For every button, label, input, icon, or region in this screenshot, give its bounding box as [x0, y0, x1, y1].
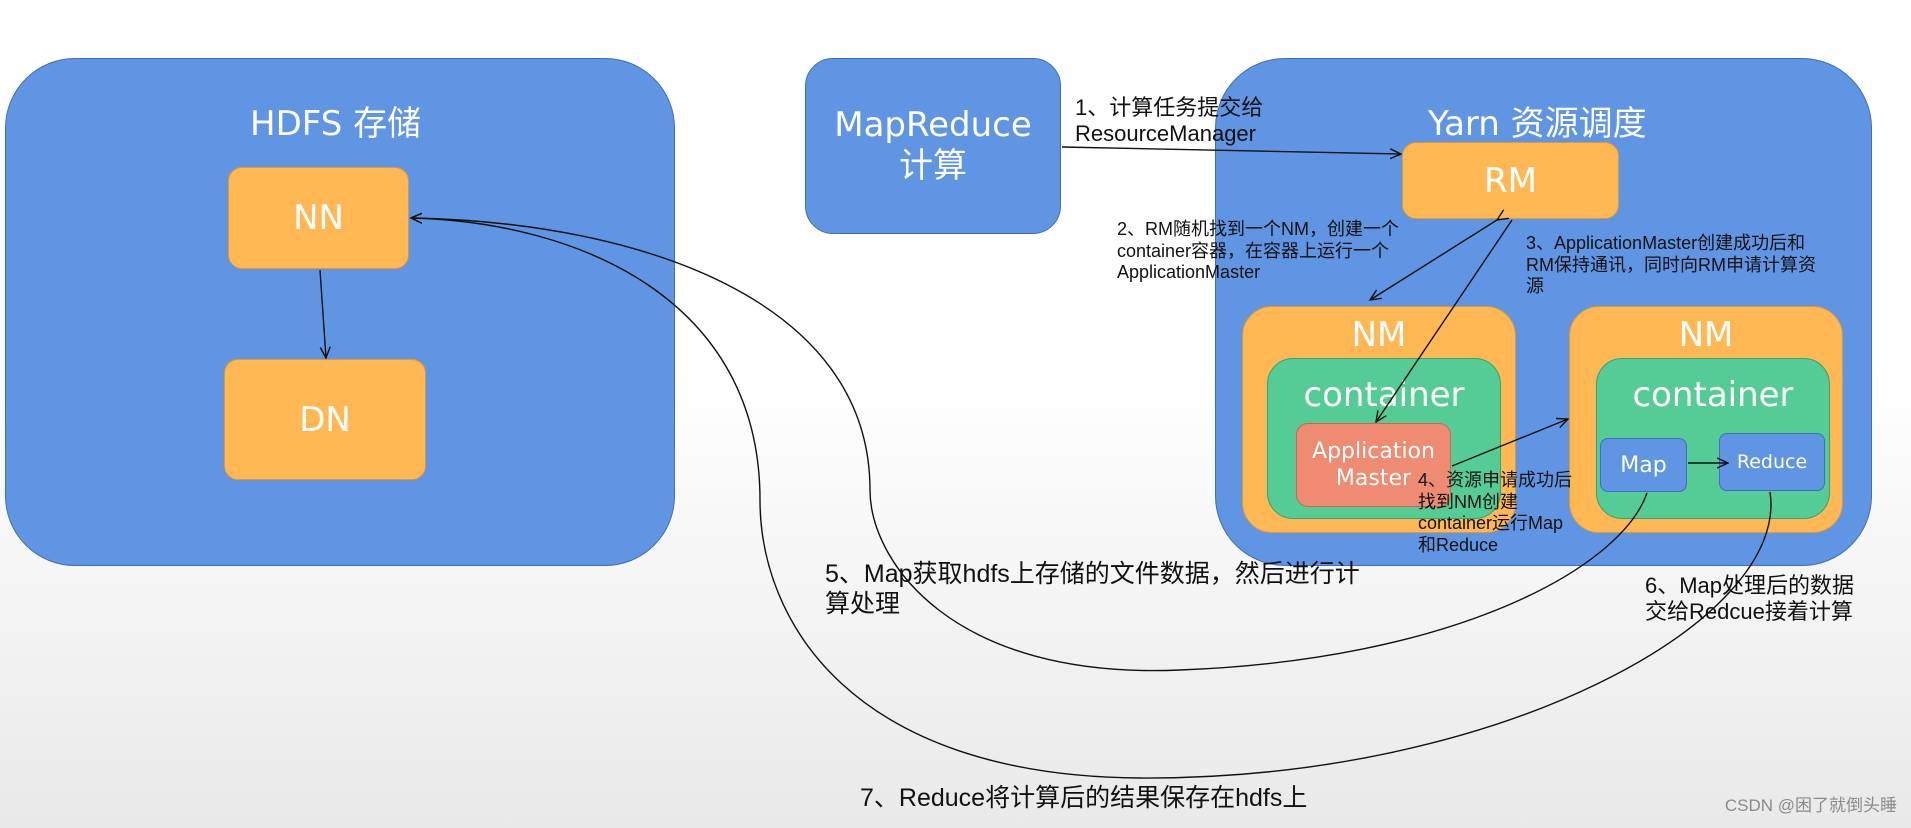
- curve-reduce-to-nn: [411, 218, 1772, 779]
- hdfs-panel: [5, 58, 675, 566]
- step7-line1: 7、Reduce将计算后的结果保存在hdfs上: [860, 784, 1308, 812]
- rm-label: RM: [1484, 160, 1537, 201]
- nn-label: NN: [293, 198, 344, 238]
- step7-note: 7、Reduce将计算后的结果保存在hdfs上: [860, 783, 1307, 813]
- step1-note: 1、计算任务提交给 ResourceManager: [1075, 95, 1263, 148]
- am-label-line2: Master: [1335, 466, 1412, 491]
- arrow-rm-to-am: [1376, 219, 1513, 422]
- am-label-line1: Application: [1312, 438, 1435, 464]
- yarn-title: Yarn 资源调度: [1428, 104, 1647, 144]
- step6-note: 6、Map处理后的数据 交给Redcue接着计算: [1645, 573, 1854, 626]
- step4-line2: 找到NM创建: [1418, 491, 1518, 512]
- dn-node: DN: [224, 359, 426, 480]
- step5-line1: 5、Map获取hdfs上存储的文件数据，然后进行计: [825, 560, 1360, 588]
- dn-label: DN: [299, 399, 351, 440]
- step6-line2: 交给Redcue接着计算: [1645, 599, 1853, 625]
- step5-line2: 算处理: [825, 590, 901, 618]
- step3-line1: 3、ApplicationMaster创建成功后和: [1526, 233, 1806, 253]
- step2-line3: ApplicationMaster: [1117, 262, 1261, 283]
- nm1-container-label: container: [1303, 375, 1465, 415]
- mapreduce-box: MapReduce 计算: [805, 58, 1061, 234]
- step4-note: 4、资源申请成功后 找到NM创建 container运行Map 和Reduce: [1418, 470, 1572, 556]
- application-master-node: Application Master: [1296, 423, 1451, 507]
- step3-note: 3、ApplicationMaster创建成功后和 RM保持通讯，同时向RM申请…: [1526, 233, 1816, 298]
- reduce-label: Reduce: [1736, 451, 1808, 473]
- mapreduce-label-line1: MapReduce: [834, 105, 1032, 146]
- arrow-am-to-nm2: [1451, 419, 1568, 467]
- step5-note: 5、Map获取hdfs上存储的文件数据，然后进行计 算处理: [825, 559, 1360, 619]
- map-label: Map: [1620, 452, 1667, 478]
- step6-line1: 6、Map处理后的数据: [1645, 573, 1855, 598]
- nm1-title: NM: [1351, 315, 1407, 355]
- nn-node: NN: [228, 167, 409, 269]
- hdfs-title: HDFS 存储: [250, 104, 422, 144]
- nm2-title: NM: [1678, 315, 1734, 355]
- watermark: CSDN @困了就倒头睡: [1724, 796, 1897, 815]
- step1-line1: 1、计算任务提交给: [1075, 95, 1264, 120]
- step2-line1: 2、RM随机找到一个NM，创建一个: [1117, 219, 1399, 239]
- step3-line3: 源: [1526, 276, 1544, 297]
- step4-line1: 4、资源申请成功后: [1418, 470, 1573, 490]
- rm-node: RM: [1402, 142, 1619, 219]
- reduce-node: Reduce: [1719, 433, 1825, 491]
- step1-line2: ResourceManager: [1075, 121, 1256, 147]
- arrow-nn-to-dn: [319, 269, 326, 358]
- arrow-mapreduce-to-rm: [1061, 146, 1401, 154]
- arrow-rm-to-nm1: [1370, 220, 1497, 300]
- mapreduce-label-line2: 计算: [899, 146, 967, 186]
- nm2-container-label: container: [1632, 375, 1794, 415]
- step4-line3: container运行Map: [1418, 513, 1564, 534]
- map-node: Map: [1600, 438, 1687, 492]
- step2-note: 2、RM随机找到一个NM，创建一个 container容器，在容器上运行一个 A…: [1117, 219, 1399, 284]
- curve-map-to-nn: [411, 218, 1648, 672]
- step2-line2: container容器，在容器上运行一个: [1117, 240, 1390, 261]
- step4-line4: 和Reduce: [1418, 534, 1499, 555]
- step3-line2: RM保持通讯，同时向RM申请计算资: [1526, 254, 1816, 275]
